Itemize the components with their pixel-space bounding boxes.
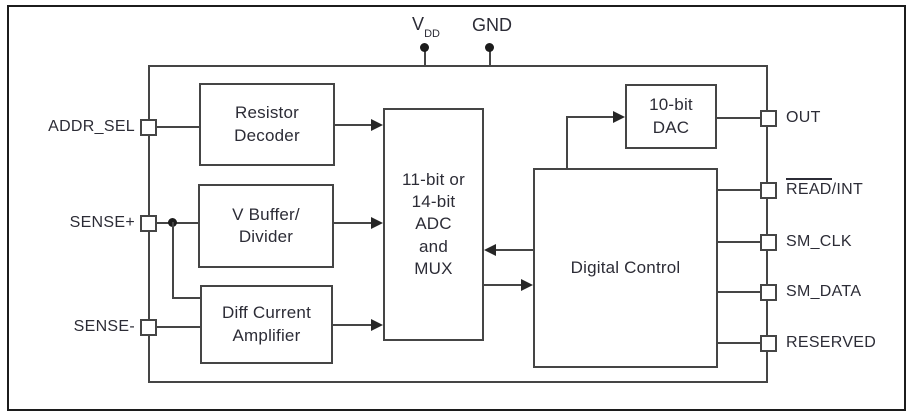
pin-label-vdd: VDD <box>412 14 440 42</box>
wire-dc-to-adc <box>496 249 533 251</box>
pin-label-sm-data: SM_DATA <box>786 283 862 300</box>
pin-label-sense-minus: SENSE- <box>73 318 135 335</box>
block-diff-current-amplifier: Diff Current Amplifier <box>200 285 333 364</box>
wire-senseplus-branch-vertical <box>172 222 174 299</box>
pin-sm-clk <box>760 234 777 251</box>
block-resistor-decoder: Resistor Decoder <box>199 83 335 166</box>
read-int-overline-part: READ <box>786 178 832 198</box>
figure-frame <box>7 5 906 411</box>
wire-senseminus-to-diffamp <box>157 326 200 328</box>
arrowhead-decoder-to-adc <box>371 119 383 131</box>
pin-label-read-int: READ/INT <box>786 178 864 200</box>
wire-dc-to-readint <box>718 189 760 191</box>
wire-dc-to-smdata <box>718 291 760 293</box>
arrowhead-dc-to-adc <box>484 244 496 256</box>
pin-label-gnd: GND <box>472 15 512 35</box>
arrowhead-vbuffer-to-adc <box>371 217 383 229</box>
wire-vbuffer-to-adc <box>334 222 373 224</box>
arrowhead-dc-to-dac <box>613 111 625 123</box>
vdd-label-main: V <box>412 14 425 34</box>
pin-label-addr-sel: ADDR_SEL <box>48 118 135 135</box>
vdd-junction-dot <box>420 43 429 52</box>
pin-label-out: OUT <box>786 109 821 126</box>
block-adc-mux: 11-bit or 14-bit ADC and MUX <box>383 108 484 341</box>
pin-label-sense-plus: SENSE+ <box>69 214 135 231</box>
wire-dc-to-dac-horizontal <box>566 116 613 118</box>
block-10-bit-dac: 10-bit DAC <box>625 84 717 149</box>
block-digital-control: Digital Control <box>533 168 718 368</box>
arrowhead-diffamp-to-adc <box>371 319 383 331</box>
wire-senseplus-branch-to-diffamp <box>172 297 200 299</box>
wire-dc-to-dac-vertical <box>566 116 568 168</box>
wire-dc-to-reserved <box>718 342 760 344</box>
wire-dac-to-out <box>717 117 760 119</box>
wire-adc-to-dc <box>484 284 521 286</box>
pin-sense-minus <box>140 319 157 336</box>
read-int-rest-part: /INT <box>831 181 864 198</box>
wire-dc-to-smclk <box>718 241 760 243</box>
pin-label-sm-clk: SM_CLK <box>786 233 852 250</box>
pin-out <box>760 110 777 127</box>
wire-senseplus-to-vbuffer <box>157 222 198 224</box>
wire-diffamp-to-adc <box>333 324 373 326</box>
arrowhead-adc-to-dc <box>521 279 533 291</box>
wire-decoder-to-adc <box>335 124 373 126</box>
pin-sense-plus <box>140 215 157 232</box>
pin-read-int <box>760 182 777 199</box>
gnd-junction-dot <box>485 43 494 52</box>
pin-label-reserved: RESERVED <box>786 334 877 351</box>
block-v-buffer-divider: V Buffer/ Divider <box>198 184 334 268</box>
wire-vdd-stem <box>424 46 426 66</box>
pin-reserved <box>760 335 777 352</box>
wire-gnd-stem <box>489 46 491 66</box>
vdd-label-sub: DD <box>424 27 440 40</box>
pin-sm-data <box>760 284 777 301</box>
wire-addrsel-to-decoder <box>157 126 199 128</box>
pin-addr-sel <box>140 119 157 136</box>
